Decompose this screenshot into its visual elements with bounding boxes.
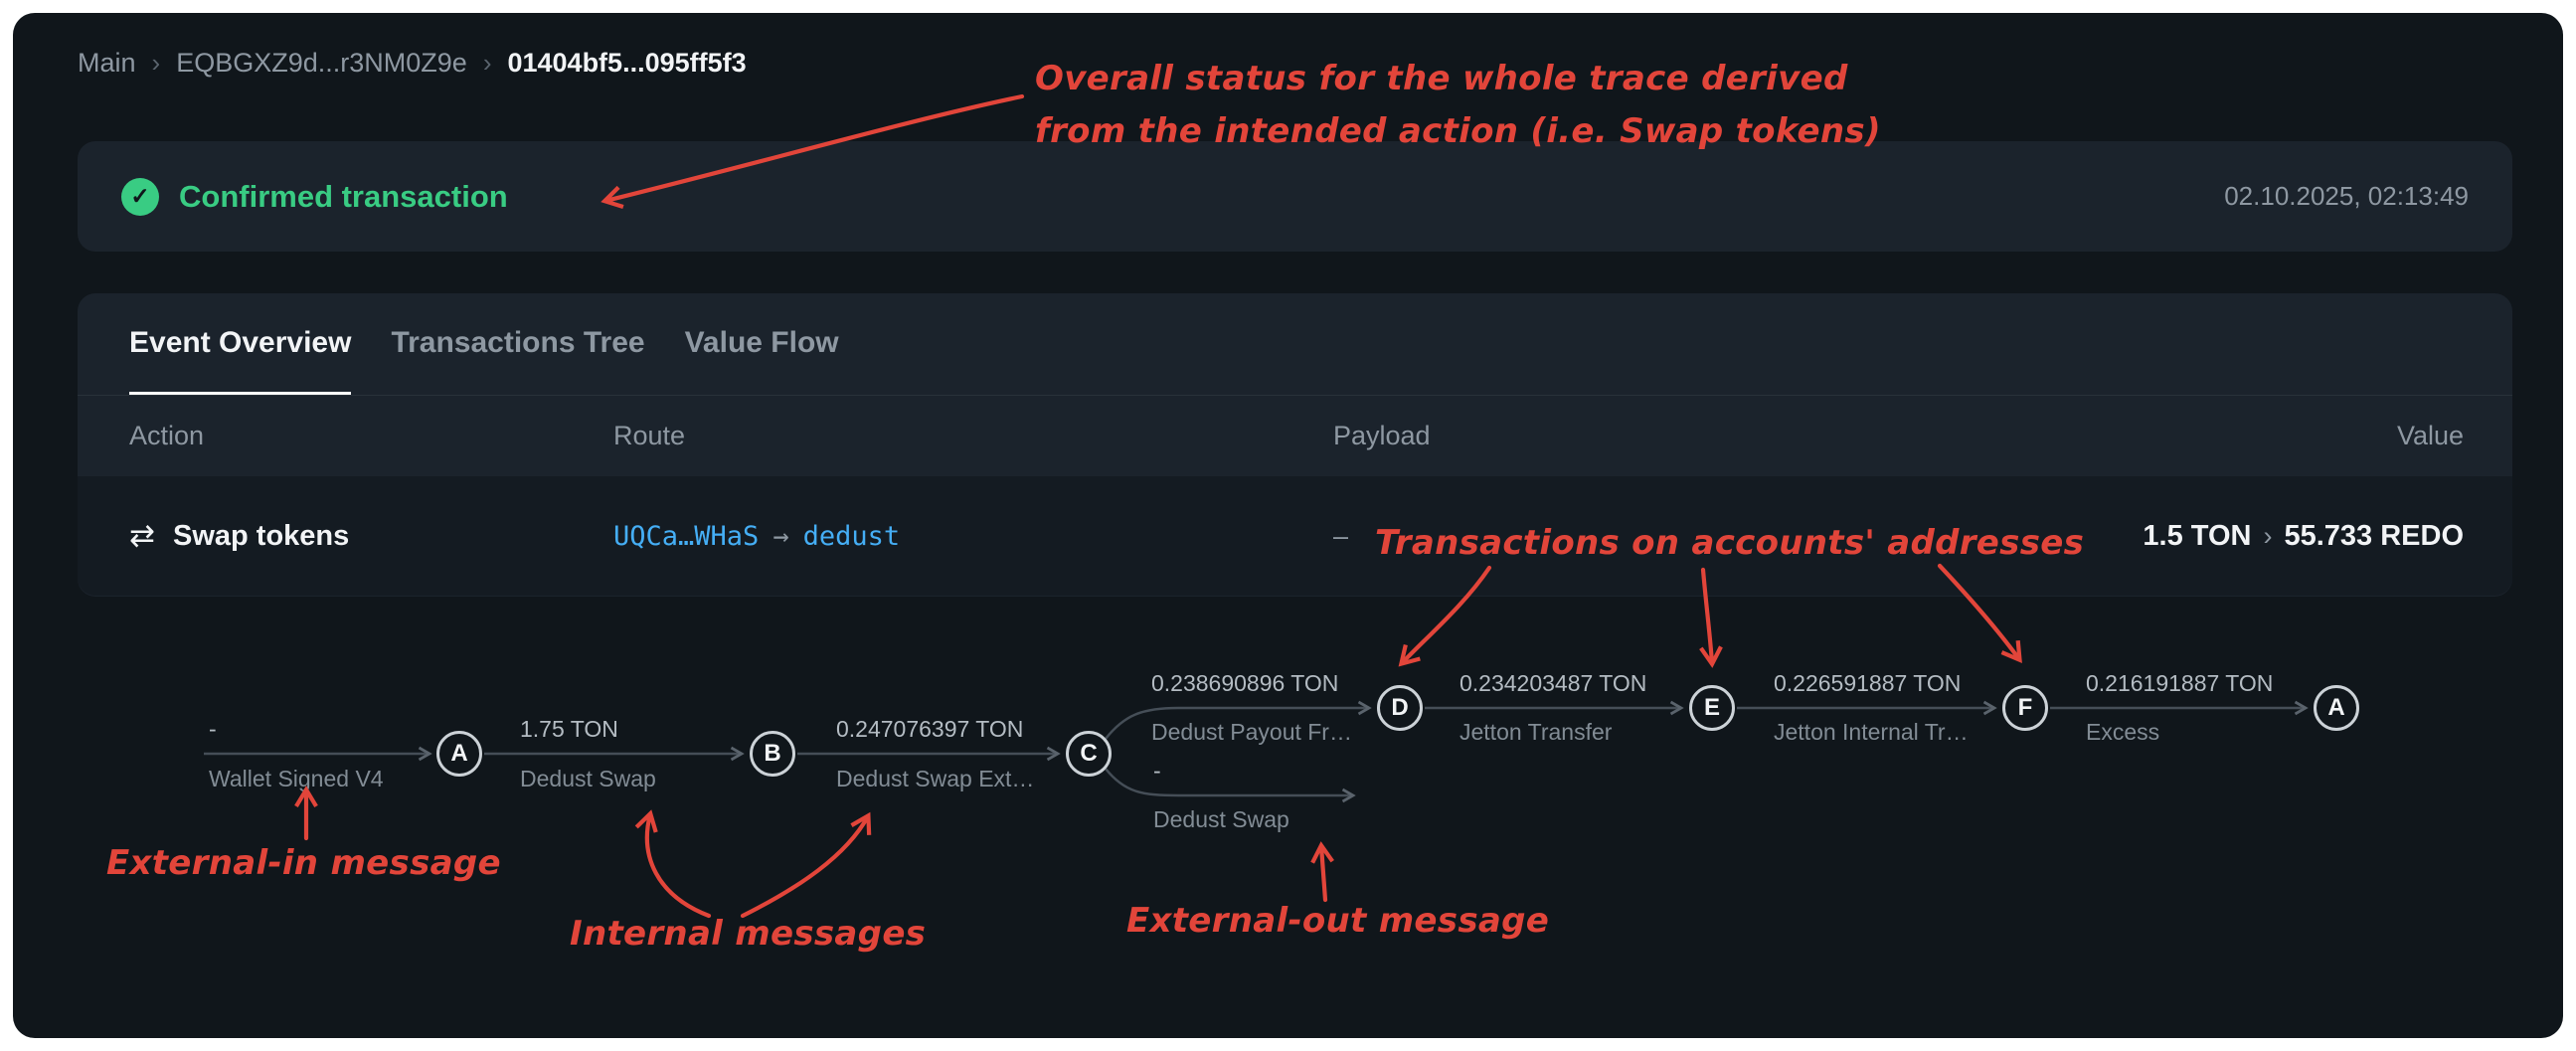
tab-label: Transactions Tree [391,325,645,359]
tonviewer-app: Main › EQBGXZ9d...r3NM0Z9e › 01404bf5...… [13,13,2563,1038]
annotation-accounts-note: Transactions on accounts' addresses [1375,523,2085,563]
annotation-line: Overall status for the whole trace deriv… [1035,59,1848,98]
transaction-timestamp: 02.10.2025, 02:13:49 [2224,181,2469,211]
column-header-route: Route [613,421,686,450]
edge-name: Wallet Signed V4 [209,766,384,791]
trace-node-e[interactable]: E [1689,685,1735,731]
tab-value-flow[interactable]: Value Flow [685,293,839,395]
status-banner-left: Confirmed transaction [121,177,508,216]
annotation-arrow-internal-1 [634,809,712,919]
edge-amount: 1.75 TON [520,716,618,742]
payload-value: – [1333,520,1349,551]
value-cell: 1.5 TON › 55.733 REDO [2143,520,2464,553]
edge-amount: 0.247076397 TON [836,716,1024,742]
check-circle-icon [121,177,159,216]
event-card: Event Overview Transactions Tree Value F… [78,293,2512,597]
annotation-internal: Internal messages [570,914,927,954]
route-cell: UQCa…WHaS → dedust [613,521,1333,552]
action-cell: Swap tokens [129,518,613,554]
node-letter: A [2327,694,2345,721]
node-letter: A [450,740,468,767]
swap-arrows-icon [129,518,155,554]
tab-label: Event Overview [129,325,352,359]
node-letter: B [764,740,781,767]
tab-event-overview[interactable]: Event Overview [129,293,352,395]
edge-amount: 0.216191887 TON [2086,670,2274,696]
node-letter: D [1391,694,1409,721]
breadcrumb-main-link[interactable]: Main [78,47,136,78]
payload-cell: – [1333,521,2143,552]
value-in: 1.5 TON [2143,519,2252,552]
trace-node-c[interactable]: C [1066,731,1112,777]
trace-node-d[interactable]: D [1377,685,1423,731]
value-separator: › [2263,520,2273,551]
node-letter: F [2017,694,2033,721]
edge-amount: 0.234203487 TON [1460,670,1647,696]
annotation-external-out: External-out message [1126,901,1550,941]
table-header-row: Action Route Payload Value [78,396,2512,476]
edge-name: Excess [2086,719,2160,745]
trace-node-f[interactable]: F [2002,685,2048,731]
tab-bar: Event Overview Transactions Tree Value F… [78,293,2512,396]
column-header-action: Action [129,421,205,450]
chevron-right-icon: › [151,47,161,78]
edge-amount: - [209,716,217,742]
edge-name: Dedust Payout Fr… [1151,719,1352,745]
column-header-payload: Payload [1333,421,1431,450]
breadcrumb-account-link[interactable]: EQBGXZ9d...r3NM0Z9e [176,47,467,78]
event-table-row[interactable]: Swap tokens UQCa…WHaS → dedust – 1.5 TON… [78,476,2512,596]
trace-node-b[interactable]: B [750,731,795,777]
edge-name: Dedust Swap Ext… [836,766,1035,791]
tab-transactions-tree[interactable]: Transactions Tree [391,293,644,395]
value-out: 55.733 REDO [2284,519,2464,552]
status-banner: Confirmed transaction 02.10.2025, 02:13:… [78,141,2512,252]
edge-line-external-out [1105,768,1356,803]
action-label: Swap tokens [172,519,350,552]
node-letter: E [1703,694,1720,721]
edge-amount: 0.238690896 TON [1151,670,1339,696]
edge-amount: - [1153,758,1161,784]
edge-name: Dedust Swap [1153,806,1289,832]
annotation-arrow-internal-2 [740,811,872,919]
annotation-external-in: External-in message [106,843,501,883]
route-to-link[interactable]: dedust [802,520,901,552]
status-label: Confirmed transaction [179,178,508,214]
breadcrumb: Main › EQBGXZ9d...r3NM0Z9e › 01404bf5...… [78,43,747,83]
arrow-right-icon: → [773,520,789,552]
breadcrumb-transaction: 01404bf5...095ff5f3 [507,47,747,78]
trace-node-a1[interactable]: A [436,731,482,777]
edge-name: Jetton Internal Tr… [1774,719,1969,745]
edge-name: Dedust Swap [520,766,656,791]
column-header-value: Value [2396,421,2464,450]
node-letter: C [1080,740,1098,767]
annotation-arrow-external-out [1310,841,1334,903]
annotation-line: from the intended action (i.e. Swap toke… [1035,111,1881,151]
chevron-right-icon: › [482,47,492,78]
edge-name: Jetton Transfer [1460,719,1613,745]
route-from-link[interactable]: UQCa…WHaS [613,520,760,552]
annotation-status-note: Overall status for the whole trace deriv… [1035,53,1881,158]
edge-amount: 0.226591887 TON [1774,670,1962,696]
tab-label: Value Flow [684,325,839,359]
trace-node-a2[interactable]: A [2314,685,2359,731]
